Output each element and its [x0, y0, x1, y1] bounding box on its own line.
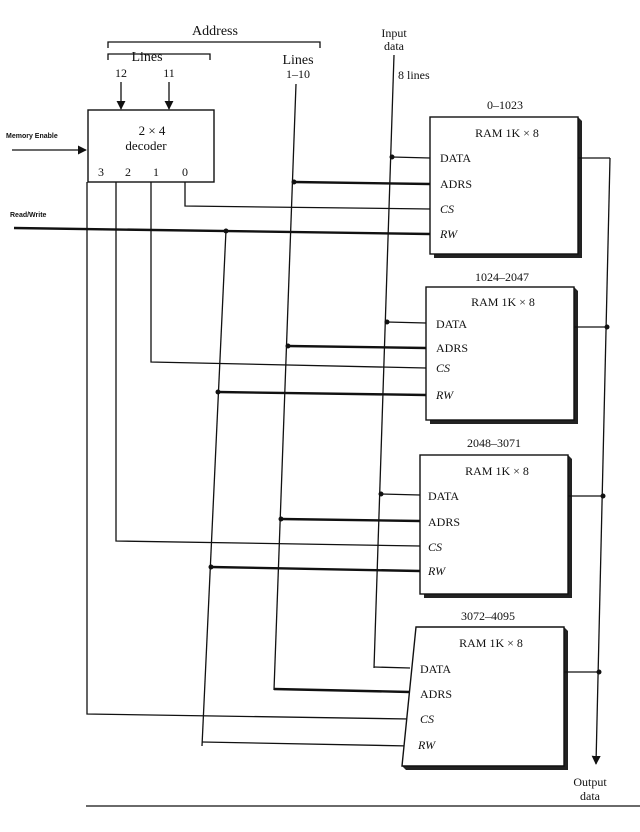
- adrs-junction-1: [291, 179, 297, 185]
- ram-chip-2-adrs-pin: ADRS: [428, 515, 460, 529]
- lines-right-range: 1–10: [286, 67, 310, 81]
- ram-chip-2-cs-pin: CS: [428, 540, 442, 554]
- ram-chip-1-range: 1024–2047: [475, 270, 529, 284]
- input-data-label: Input: [381, 26, 407, 40]
- ram-chip-1: 1024–2047 RAM 1K × 8 DATA ADRS CS RW: [425, 270, 578, 424]
- lines-left-brace: [107, 53, 211, 60]
- cs-wire-1: [150, 182, 427, 369]
- lines-right-label: Lines: [282, 53, 313, 68]
- decoder-output-2: 2: [125, 165, 131, 179]
- adrs-wire-4: [273, 687, 411, 694]
- output-data-label: Output: [573, 775, 607, 789]
- data-out-junction-2: [604, 324, 610, 330]
- address-brace: [107, 41, 321, 48]
- data-in-wire-3: [380, 493, 421, 496]
- ram-chip-1-cs-pin: CS: [436, 361, 450, 375]
- cs-wire-3: [86, 182, 411, 720]
- data-in-wire-1: [391, 156, 431, 159]
- ram-chip-1-title: RAM 1K × 8: [471, 295, 535, 309]
- decoder-subtitle: decoder: [125, 138, 167, 153]
- ram-chip-3-cs-pin: CS: [420, 712, 434, 726]
- decoder-title: 2 × 4: [139, 123, 166, 138]
- ram-chip-1-adrs-pin: ADRS: [436, 341, 468, 355]
- ram-chip-2: 2048–3071 RAM 1K × 8 DATA ADRS CS RW: [419, 436, 572, 598]
- ram-chip-3-box: [401, 626, 565, 767]
- adrs-wire-1: [293, 180, 431, 186]
- data-out-junction-4: [596, 669, 602, 675]
- address-title: Address: [192, 24, 238, 39]
- data-in-wire-4: [373, 666, 411, 669]
- ram-chip-0-cs-pin: CS: [440, 202, 454, 216]
- rw-wire-4: [201, 741, 411, 747]
- ram-chip-1-data-pin: DATA: [436, 317, 467, 331]
- read-write-line: [13, 226, 431, 236]
- ram-chip-3: 3072–4095 RAM 1K × 8 DATA ADRS CS RW: [401, 609, 568, 770]
- output-data-label-2: data: [580, 789, 601, 803]
- ram-chip-2-box: [419, 454, 569, 595]
- data-in-junction-3: [378, 491, 384, 497]
- decoder-output-3: 3: [98, 165, 104, 179]
- line-12-label: 12: [115, 66, 127, 80]
- ram-chip-2-title: RAM 1K × 8: [465, 464, 529, 478]
- ram-chip-3-title: RAM 1K × 8: [459, 636, 523, 650]
- ram-chip-0: 0–1023 RAM 1K × 8 DATA ADRS CS RW: [429, 98, 582, 258]
- cs-wire-2: [115, 182, 421, 547]
- data-in-junction-2: [384, 319, 390, 325]
- rw-junction-2: [215, 389, 221, 395]
- data-in-wire-2: [386, 321, 427, 324]
- cs-wire-0: [184, 182, 431, 210]
- ram-chip-0-adrs-pin: ADRS: [440, 177, 472, 191]
- ram-chip-0-rw-pin: RW: [439, 227, 458, 241]
- rw-junction-3: [208, 564, 214, 570]
- memory-enable-label: Memory Enable: [6, 133, 58, 140]
- data-in-junction-1: [389, 154, 395, 160]
- line-11-label: 11: [163, 66, 175, 80]
- address-bus-vertical: [273, 83, 297, 691]
- adrs-junction-2: [285, 343, 291, 349]
- rw-bus-vertical: [201, 229, 227, 747]
- ram-chip-3-data-pin: DATA: [420, 662, 451, 676]
- input-bus-width: 8 lines: [398, 68, 430, 82]
- ram-chip-2-range: 2048–3071: [467, 436, 521, 450]
- adrs-wire-3: [280, 517, 421, 523]
- ram-chip-3-rw-pin: RW: [417, 738, 436, 752]
- decoder-box: [87, 109, 215, 183]
- rw-wire-2: [217, 390, 427, 397]
- ram-chip-2-data-pin: DATA: [428, 489, 459, 503]
- ram-chip-3-adrs-pin: ADRS: [420, 687, 452, 701]
- ram-chip-1-box: [425, 286, 575, 421]
- adrs-wire-2: [287, 344, 427, 350]
- rw-junction-1: [223, 228, 229, 234]
- decoder-output-1: 1: [153, 165, 159, 179]
- rw-wire-3: [210, 565, 421, 573]
- lines-left-label: Lines: [131, 50, 162, 65]
- ram-chip-1-rw-pin: RW: [435, 388, 454, 402]
- data-out-junction-3: [600, 493, 606, 499]
- ram-chip-3-range: 3072–4095: [461, 609, 515, 623]
- ram-chip-0-box: [429, 116, 579, 255]
- read-write-label: Read/Write: [10, 212, 47, 219]
- ram-chip-2-rw-pin: RW: [427, 564, 446, 578]
- ram-chip-0-title: RAM 1K × 8: [475, 126, 539, 140]
- input-data-label-2: data: [384, 39, 405, 53]
- output-data-bus: [591, 157, 611, 765]
- decoder-output-0: 0: [182, 165, 188, 179]
- ram-chip-0-data-pin: DATA: [440, 151, 471, 165]
- ram-chip-0-range: 0–1023: [487, 98, 523, 112]
- input-data-bus: [373, 54, 395, 669]
- adrs-junction-3: [278, 516, 284, 522]
